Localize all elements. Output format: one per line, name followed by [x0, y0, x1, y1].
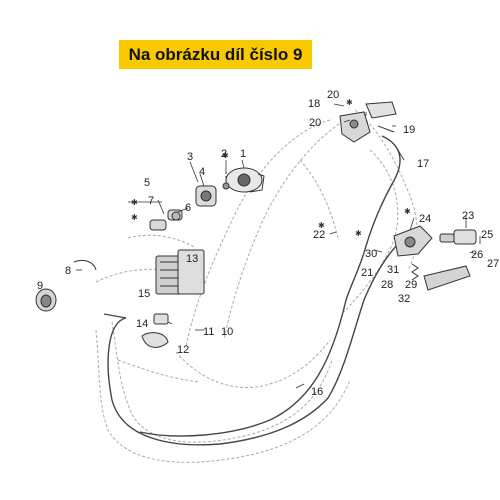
part-label-17: 17 — [417, 158, 429, 170]
part-label-12: 12 — [177, 344, 189, 356]
cables — [103, 135, 401, 446]
part-21-lock-body — [393, 225, 433, 257]
part-label-19: 19 — [403, 124, 415, 136]
svg-text:✱: ✱ — [355, 229, 362, 238]
part-label-9: 9 — [37, 280, 43, 292]
part-label-16: 16 — [311, 386, 323, 398]
part-label-32: 32 — [398, 293, 410, 305]
svg-text:✱: ✱ — [318, 221, 325, 230]
part-label-24: 24 — [419, 213, 431, 225]
part-label-5: 5 — [144, 177, 150, 189]
leader-lines — [76, 103, 481, 389]
part-label-25: 25 — [481, 229, 493, 241]
part-label-30: 30 — [365, 248, 377, 260]
part-8-clip — [73, 259, 97, 271]
banner-text: Na obrázku díl číslo 9 — [128, 44, 303, 64]
part-label-20-left: 20 — [309, 117, 321, 129]
part-2-bolt — [222, 172, 230, 190]
part-18-lock — [339, 111, 371, 143]
part-label-2: 2 — [221, 148, 227, 160]
star-markers: ✱ ✱ ✱ ✱ ✱ ✱ ✱ — [131, 98, 411, 238]
svg-text:✱: ✱ — [131, 198, 138, 207]
part-label-26: 26 — [471, 249, 483, 261]
highlight-banner: Na obrázku díl číslo 9 — [119, 40, 312, 69]
part-label-14: 14 — [136, 318, 148, 330]
part-label-29: 29 — [405, 279, 417, 291]
part-label-21: 21 — [361, 267, 373, 279]
part-32-plate — [423, 265, 471, 291]
part-label-31: 31 — [387, 264, 399, 276]
part-9-sensor — [35, 288, 57, 312]
part-6-bracket — [149, 209, 183, 231]
part-4-relay — [195, 185, 217, 207]
part-19-latch — [365, 101, 397, 133]
part-13-regulator — [155, 249, 205, 295]
part-23-actuator — [439, 229, 477, 245]
svg-text:✱: ✱ — [404, 207, 411, 216]
part-label-28: 28 — [381, 279, 393, 291]
part-label-4: 4 — [199, 166, 205, 178]
part-29-spring — [411, 263, 419, 281]
part-label-27: 27 — [487, 258, 499, 270]
cable-16 — [107, 241, 401, 446]
scooter-frame — [95, 109, 418, 463]
part-label-10: 10 — [221, 326, 233, 338]
part-label-22: 22 — [313, 229, 325, 241]
part-label-7: 7 — [148, 195, 154, 207]
cable-end-left — [103, 313, 127, 319]
part-label-6: 6 — [185, 202, 191, 214]
part-label-23: 23 — [462, 210, 474, 222]
part-number-labels: 1 2 3 4 5 6 7 8 9 10 11 12 13 14 15 16 1… — [37, 89, 499, 398]
cable-17 — [139, 135, 401, 437]
svg-text:✱: ✱ — [222, 151, 229, 160]
part-label-1: 1 — [240, 148, 246, 160]
part-1-horn — [225, 167, 265, 193]
svg-text:✱: ✱ — [346, 98, 353, 107]
part-label-20-top: 20 — [327, 89, 339, 101]
part-label-8: 8 — [65, 265, 71, 277]
part-label-3: 3 — [187, 151, 193, 163]
svg-text:✱: ✱ — [131, 213, 138, 222]
part-14-connector — [141, 313, 169, 348]
part-label-11: 11 — [203, 326, 214, 338]
part-label-13: 13 — [186, 253, 198, 265]
part-label-15: 15 — [138, 288, 150, 300]
part-label-18: 18 — [308, 98, 320, 110]
